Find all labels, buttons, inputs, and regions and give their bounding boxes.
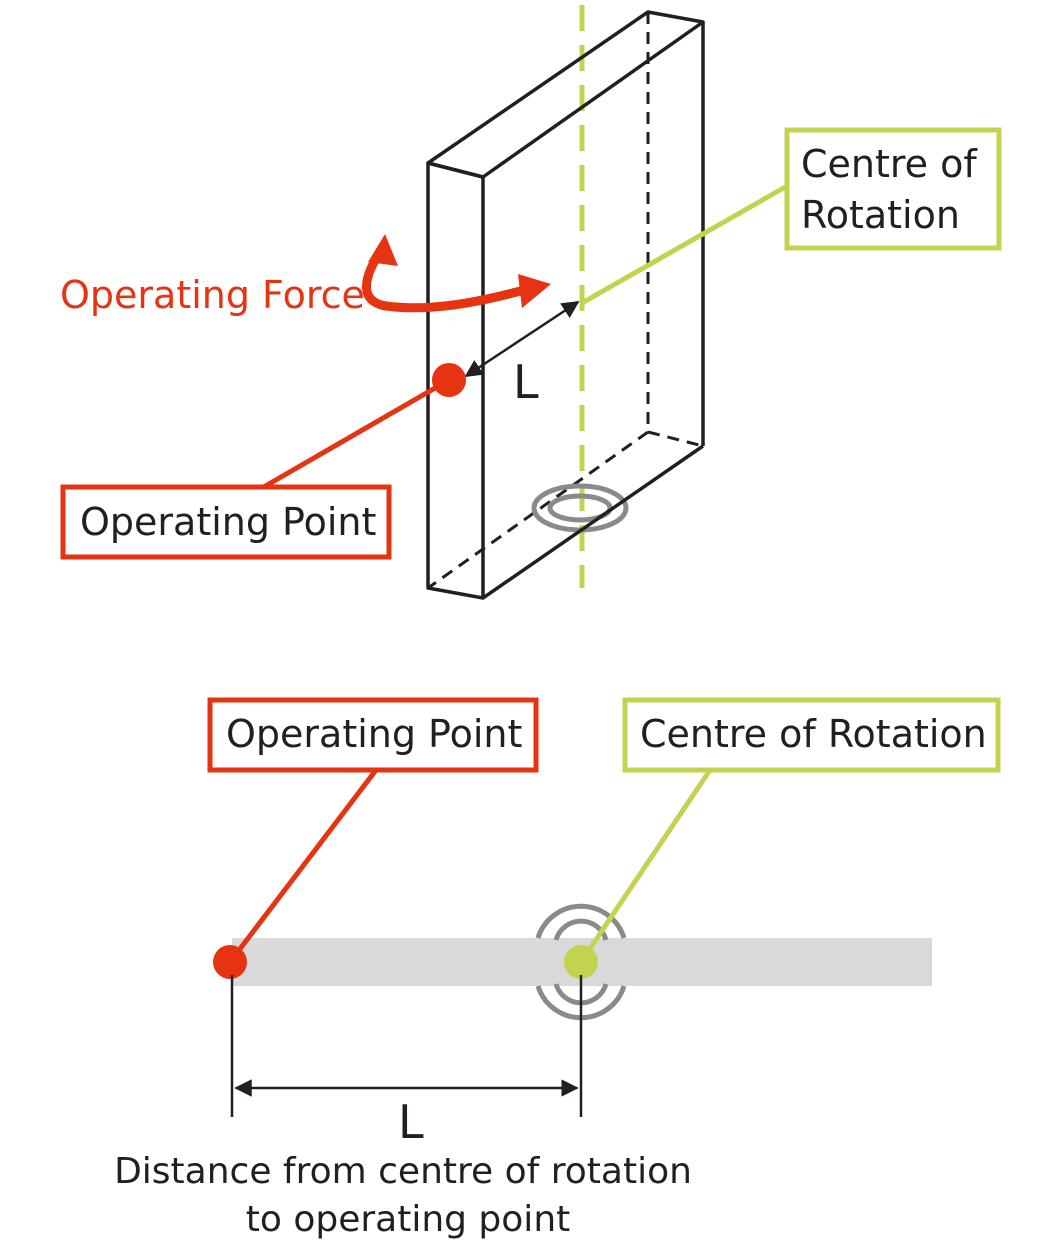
dimension-lines [230,975,583,1117]
operating-force-arrow [362,247,529,313]
distance-arrow-3d [464,300,580,378]
rotation-label-box-3d [784,127,1002,251]
operating-label-plan: Operating Point [226,712,522,756]
distance-label-plan: L [398,1095,424,1149]
operating-leader-3d [260,377,451,491]
rotation-label-3d-line1: Centre of [801,142,978,186]
door-3d-group: L Operating Force Centre of Rotation Ope… [60,5,1002,600]
distance-label-3d: L [513,355,539,409]
distance-caption-line2: to operating point [246,1199,571,1240]
operating-label-box-plan [207,697,539,773]
operating-point-dot-3d [432,363,466,397]
operating-point-dot-plan [213,945,247,979]
rotation-leader-3d [580,183,789,306]
operating-leader-plan [228,768,378,964]
door-hidden-edges [427,12,704,590]
distance-caption-line1: Distance from centre of rotation [114,1151,692,1192]
door-plan-group: Operating Point Centre of Rotation L Dis… [114,697,1001,1240]
operating-label-box-3d [60,484,392,560]
rotation-leader-plan [578,768,713,964]
force-arrowhead-right [518,274,551,308]
rotation-label-3d-line2: Rotation [801,193,960,237]
operating-label-3d: Operating Point [80,500,376,544]
force-arrowhead-up [368,234,398,266]
rotation-label-plan: Centre of Rotation [640,712,987,756]
rotation-label-box-plan [622,697,1001,773]
rotation-center-dot-plan [564,945,598,979]
operating-force-label: Operating Force [60,273,365,317]
